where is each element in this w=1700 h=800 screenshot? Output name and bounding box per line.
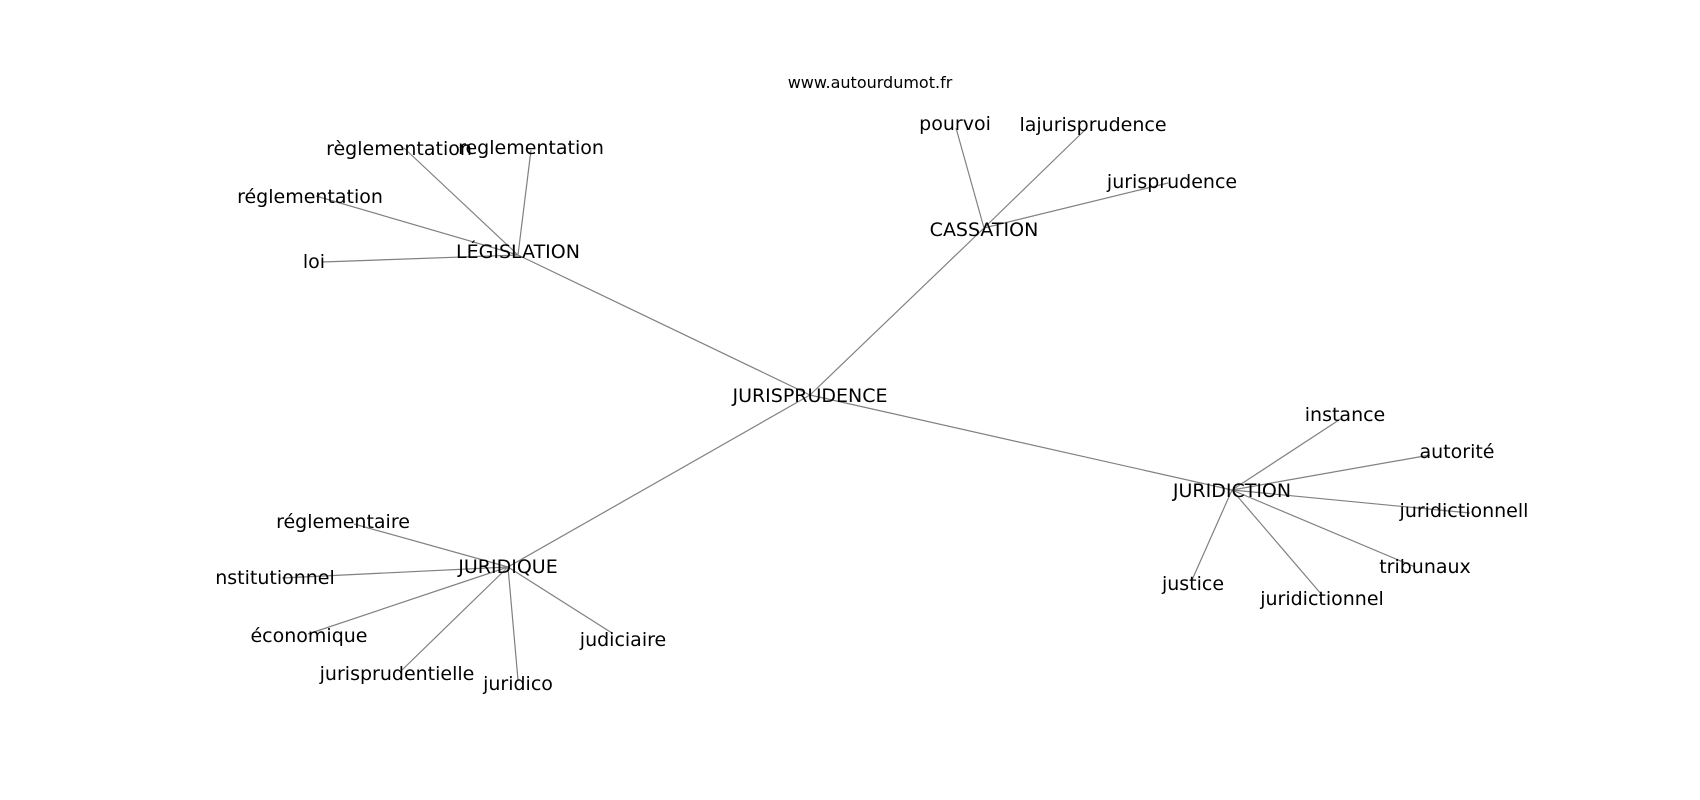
node-legislation[interactable]: LÉGISLATION <box>456 240 580 263</box>
node-economique[interactable]: économique <box>250 625 367 647</box>
watermark-text: www.autourdumot.fr <box>788 73 953 92</box>
node-juridiction[interactable]: JURIDICTION <box>1172 480 1291 502</box>
edge-juridique-juridico <box>507 566 519 681</box>
node-juridictionnel[interactable]: juridictionnel <box>1259 588 1384 610</box>
node-juridico[interactable]: juridico <box>482 673 553 695</box>
edges-group <box>281 127 1471 681</box>
node-reglementation-plain[interactable]: reglementation <box>458 137 604 159</box>
edge-juridique-nstitutionnel <box>281 566 509 579</box>
edge-center-juridique <box>507 394 811 568</box>
edge-legislation-loi <box>321 254 519 263</box>
edge-legislation-reglementation-grave <box>403 147 519 256</box>
node-jurisprudence[interactable]: jurisprudence <box>1106 171 1237 193</box>
node-reglementaire[interactable]: réglementaire <box>276 511 410 533</box>
node-lajurisprudence[interactable]: lajurisprudence <box>1019 114 1166 136</box>
edge-juridique-judiciaire <box>507 566 613 634</box>
node-judiciaire[interactable]: judiciaire <box>579 629 666 651</box>
edge-juridiction-instance <box>1231 417 1343 491</box>
edge-cassation-lajurisprudence <box>983 127 1088 229</box>
edge-juridiction-juridictionnell <box>1231 489 1471 514</box>
node-instance[interactable]: instance <box>1305 404 1386 426</box>
node-reglementation-grave[interactable]: règlementation <box>326 138 472 160</box>
edge-cassation-jurisprudence <box>983 182 1169 229</box>
edge-cassation-pourvoi <box>955 127 985 229</box>
labels-group: JURISPRUDENCE LÉGISLATION CASSATION JURIDIC… <box>215 113 1528 695</box>
node-center[interactable]: JURISPRUDENCE <box>731 385 887 407</box>
node-loi[interactable]: loi <box>303 251 325 273</box>
node-juridique[interactable]: JURIDIQUE <box>457 556 557 578</box>
edge-juridiction-juridictionnel <box>1231 489 1323 596</box>
edge-center-legislation <box>517 254 811 396</box>
edge-legislation-reglementation-plain <box>517 149 532 256</box>
node-autorite[interactable]: autorité <box>1420 441 1495 463</box>
node-tribunaux[interactable]: tribunaux <box>1379 556 1471 578</box>
edge-juridique-jurisprudentielle <box>401 566 509 671</box>
edge-juridiction-justice <box>1191 489 1233 581</box>
node-jurisprudentielle[interactable]: jurisprudentielle <box>319 663 475 685</box>
edge-juridiction-autorite <box>1231 454 1431 491</box>
edge-juridiction-tribunaux <box>1231 489 1416 568</box>
node-justice[interactable]: justice <box>1161 573 1224 595</box>
node-pourvoi[interactable]: pourvoi <box>919 113 991 135</box>
edge-juridique-reglementaire <box>353 523 509 568</box>
node-juridictionnell[interactable]: juridictionnell <box>1399 500 1529 522</box>
edge-center-cassation <box>809 227 985 396</box>
node-reglementation-acute[interactable]: réglementation <box>237 186 383 208</box>
edge-juridique-economique <box>307 566 509 635</box>
edge-center-juridiction <box>809 394 1233 491</box>
node-nstitutionnel[interactable]: nstitutionnel <box>215 567 335 589</box>
edge-legislation-reglementation-acute <box>315 195 519 256</box>
node-cassation[interactable]: CASSATION <box>930 219 1039 241</box>
